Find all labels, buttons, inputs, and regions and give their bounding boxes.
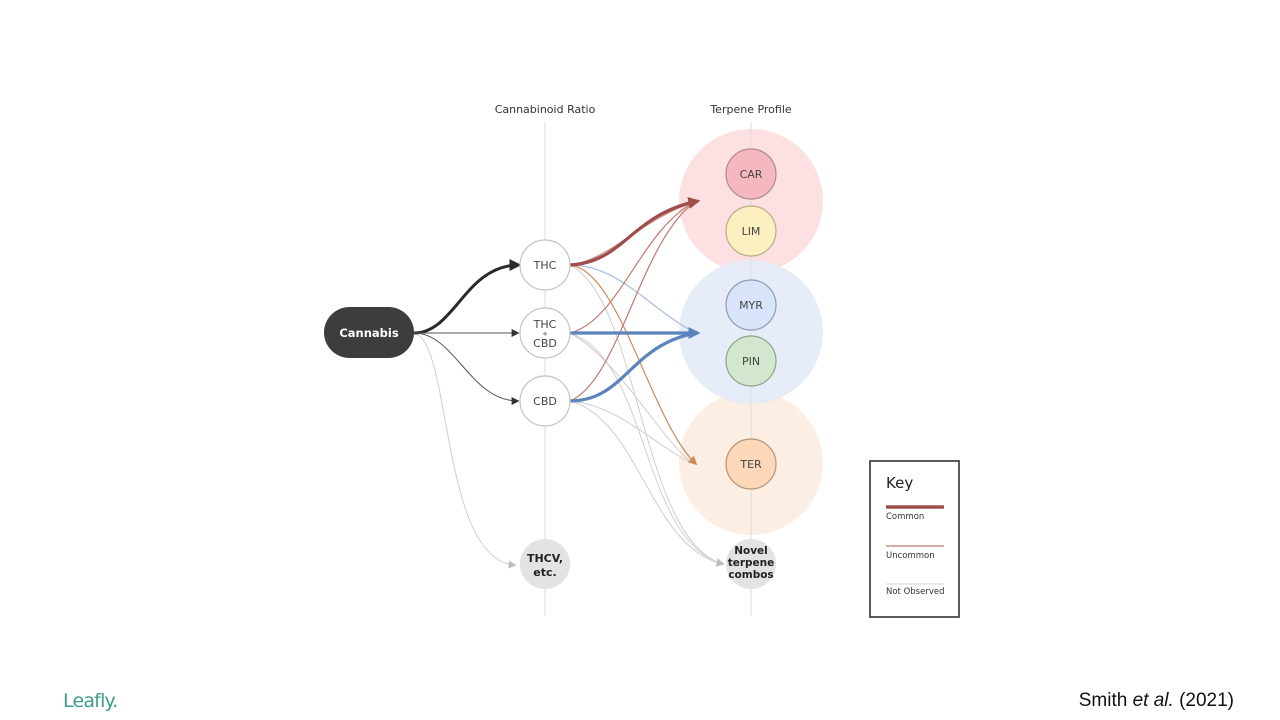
leafly-logo: Leafly. [63, 690, 118, 712]
citation-year: (2021) [1179, 690, 1234, 711]
citation-etal: et al. [1132, 690, 1174, 711]
ter-node [725, 438, 777, 490]
flow-cbd-car-uncommon [569, 200, 697, 402]
lim-label: LIM [742, 225, 761, 238]
key-title: Key [886, 474, 913, 492]
flow-cbd-novel [569, 400, 725, 567]
terpene-column-title: Terpene Profile [709, 103, 792, 116]
citation-author: Smith [1078, 690, 1128, 711]
thc-cbd-node [519, 307, 571, 359]
flow-thc-car-common [569, 197, 701, 267]
lim-node [725, 205, 777, 257]
thc-cbd-label-bottom: CBD [533, 337, 557, 350]
cannabis-node [324, 307, 414, 358]
flow-thc-novel [569, 264, 725, 567]
key-not-observed-label: Not Observed [886, 587, 945, 597]
key-box: Key Common Uncommon Not Observed [869, 460, 960, 618]
flow-cannabis-thcv [413, 332, 517, 569]
key-uncommon-label: Uncommon [886, 551, 935, 561]
flow-thccbd-ter-grey [569, 332, 694, 464]
cbd-label: CBD [533, 395, 557, 408]
car-label: CAR [740, 168, 763, 181]
ter-label: TER [739, 458, 762, 471]
key-common-label: Common [886, 512, 924, 522]
pin-label: PIN [742, 355, 760, 368]
flow-cannabis-cbd [413, 332, 520, 405]
novel-label-line2: terpene [728, 557, 775, 569]
citation: Smith et al. (2021) [1079, 690, 1234, 712]
pin-node [725, 335, 777, 387]
cannabis-label: Cannabis [339, 326, 399, 340]
cbd-node [519, 375, 571, 427]
car-node [725, 148, 777, 200]
myr-node [725, 279, 777, 331]
thc-cbd-label-plus: + [542, 330, 548, 338]
novel-terpene-node [726, 539, 776, 589]
flow-thccbd-novel [569, 332, 725, 567]
flow-thccbd-car-uncommon [569, 200, 697, 334]
thcv-node [520, 539, 570, 589]
myr-label: MYR [739, 299, 763, 312]
flow-thc-myr-uncommon [569, 264, 697, 334]
flow-cbd-ter-grey [569, 400, 694, 464]
thc-cbd-label-top: THC [533, 318, 557, 331]
thc-node [519, 239, 571, 291]
thc-label: THC [533, 259, 557, 272]
flow-cannabis-thc [413, 259, 522, 335]
flow-cbd-myr-common [569, 331, 697, 403]
key-border [869, 460, 960, 618]
novel-label-line1: Novel [734, 545, 768, 557]
thcv-label-line1: THCV, [527, 552, 563, 565]
not-observed-flows [413, 264, 725, 569]
flow-thc-ter-uncommon [569, 264, 698, 466]
cannabinoid-column-title: Cannabinoid Ratio [495, 103, 596, 116]
novel-label-line3: combos [728, 569, 773, 581]
thcv-label-line2: etc. [533, 566, 556, 579]
